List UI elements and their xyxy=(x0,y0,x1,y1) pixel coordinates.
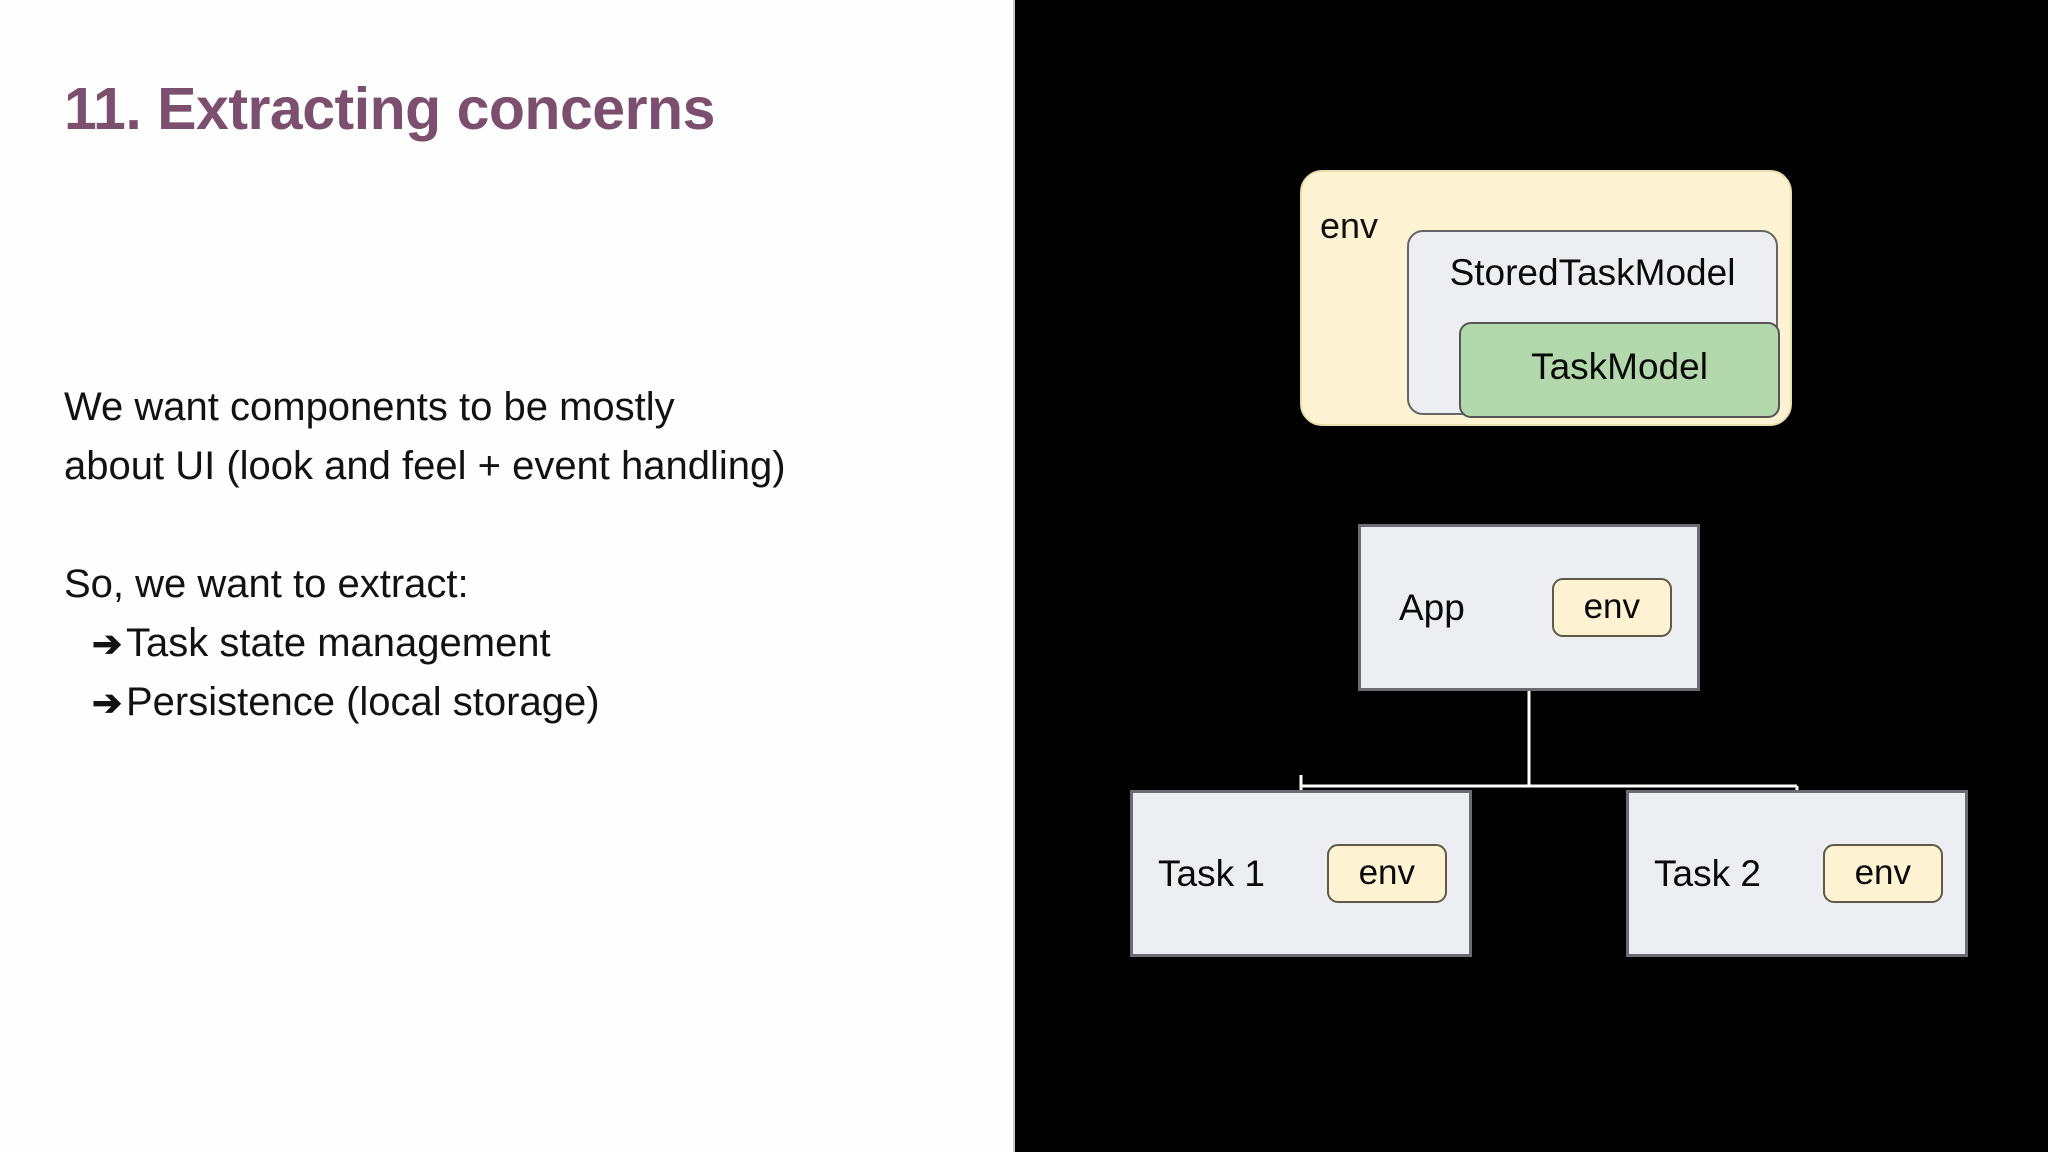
panel-divider xyxy=(1013,0,1015,1152)
stored-task-model-box: StoredTaskModel TaskModel xyxy=(1407,230,1780,418)
task1-component-label: Task 1 xyxy=(1158,852,1265,894)
list-item: ➔ Persistence (local storage) xyxy=(64,673,964,732)
arrow-right-icon: ➔ xyxy=(92,623,123,664)
env-group-label: env xyxy=(1320,205,1379,246)
intro-paragraph-line-1: We want components to be mostly xyxy=(64,385,675,429)
extract-bullet-list: ➔ Task state management ➔ Persistence (l… xyxy=(64,614,964,732)
list-item: ➔ Task state management xyxy=(64,614,964,673)
app-component-label: App xyxy=(1399,586,1465,628)
extract-lead-in: So, we want to extract: xyxy=(64,562,469,606)
app-component-box: App env xyxy=(1358,524,1700,691)
right-diagram-panel: env StoredTaskModel TaskModel xyxy=(1015,0,2048,1152)
task-model-box: TaskModel xyxy=(1459,322,1780,418)
list-item-label: Persistence (local storage) xyxy=(126,680,600,724)
task2-component-box: Task 2 env xyxy=(1626,790,1968,957)
task-model-label: TaskModel xyxy=(1531,346,1708,387)
intro-paragraph: We want components to be mostly about UI… xyxy=(64,378,964,496)
arrow-right-icon: ➔ xyxy=(92,682,123,723)
task1-env-badge: env xyxy=(1326,844,1447,903)
task1-component-box: Task 1 env xyxy=(1130,790,1472,957)
body-content: We want components to be mostly about UI… xyxy=(64,378,964,732)
app-env-badge: env xyxy=(1551,578,1672,637)
task2-component-label: Task 2 xyxy=(1654,852,1761,894)
paragraph-spacer xyxy=(64,496,964,555)
page-title: 11. Extracting concerns xyxy=(64,76,715,142)
list-item-label: Task state management xyxy=(126,621,551,665)
intro-paragraph-line-2: about UI (look and feel + event handling… xyxy=(64,444,786,488)
stored-task-model-label: StoredTaskModel xyxy=(1449,252,1736,293)
env-group-box: env StoredTaskModel TaskModel xyxy=(1300,170,1792,426)
left-content-panel: 11. Extracting concerns We want componen… xyxy=(0,0,1015,1152)
task2-env-badge: env xyxy=(1822,844,1943,903)
